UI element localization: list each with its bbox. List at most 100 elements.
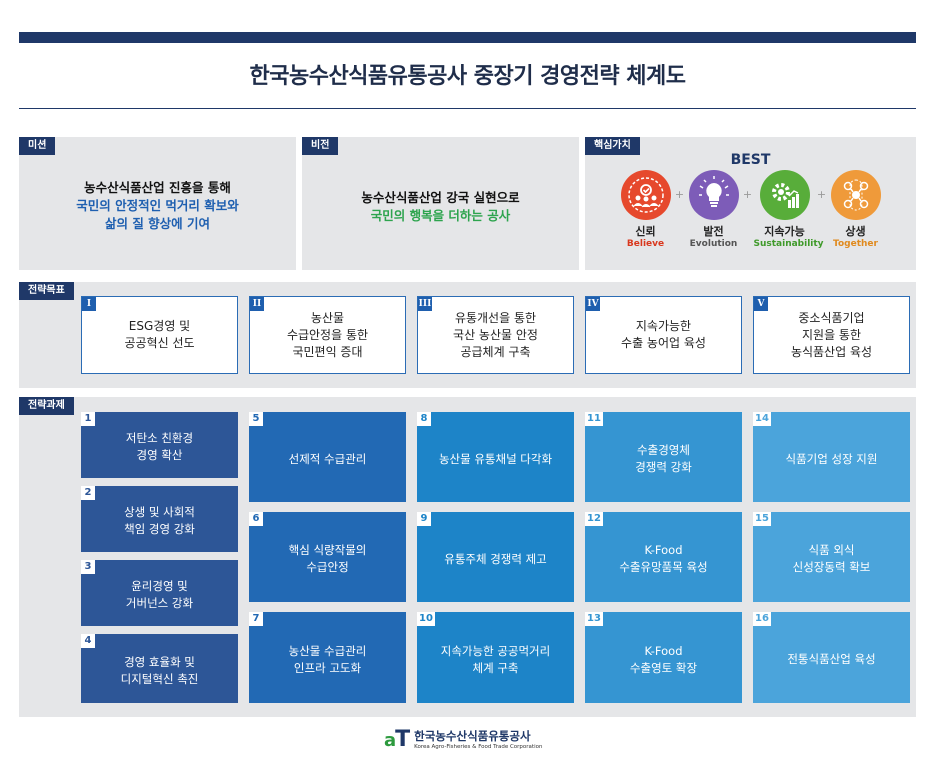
- task-card-7: 농산물 수급관리 인프라 고도화 7: [249, 612, 406, 703]
- core-value-ko: 발전: [703, 225, 724, 238]
- task-card-9: 유통주체 경쟁력 제고 9: [417, 512, 574, 602]
- org-name-en: Korea Agro-Fisheries & Food Trade Corpor…: [414, 744, 543, 750]
- task-text: 전통식품산업 육성: [787, 652, 876, 666]
- task-card-2: 상생 및 사회적 책임 경영 강화 2: [81, 486, 238, 552]
- task-number: 13: [585, 612, 603, 626]
- title-divider: [19, 108, 916, 109]
- task-number: 1: [81, 412, 95, 426]
- mission-statement: 농수산식품산업 진흥을 통해 국민의 안정적인 먹거리 확보와 삶의 질 향상에…: [19, 179, 296, 233]
- task-text: 지속가능한 공공먹거리 체계 구축: [440, 643, 551, 675]
- goal-text: 중소식품기업 지원을 통한 농식품산업 육성: [790, 310, 873, 359]
- footer-logo: aT 한국농수산식품유통공사 Korea Agro-Fisheries & Fo…: [384, 729, 542, 752]
- mission-tag: 미션: [19, 137, 56, 155]
- task-card-16: 전통식품산업 육성 16: [753, 612, 910, 703]
- task-card-14: 식품기업 성장 지원 14: [753, 412, 910, 502]
- task-text: 유통주체 경쟁력 제고: [444, 551, 547, 566]
- task-card-1: 저탄소 친환경 경영 확산 1: [81, 412, 238, 478]
- top-accent-bar: [19, 32, 916, 43]
- core-value-together: 상생 Together: [828, 170, 884, 250]
- core-value-ko: 신뢰: [635, 225, 656, 238]
- mission-line-1: 농수산식품산업 진흥을 통해: [84, 180, 231, 195]
- goal-card-2: 농산물 수급안정을 통한 국민편익 증대 II: [249, 296, 406, 374]
- core-values-list: 신뢰 Believe + 발전 Evolution +: [585, 170, 916, 250]
- plus-icon: +: [816, 188, 827, 201]
- core-values-heading: BEST: [730, 152, 771, 168]
- task-text: 식품 외식 신성장동력 확보: [792, 543, 871, 574]
- mission-line-3: 삶의 질 향상에 기여: [104, 216, 211, 231]
- task-number: 9: [417, 512, 431, 526]
- task-text: 경영 효율화 및 디지털혁신 촉진: [120, 654, 199, 686]
- task-text: 저탄소 친환경 경영 확산: [125, 431, 194, 462]
- people-check-icon: [620, 170, 671, 220]
- task-text: 농산물 수급관리 인프라 고도화: [288, 643, 367, 675]
- goal-text: 유통개선을 통한 국산 농산물 안정 공급체계 구축: [453, 310, 538, 359]
- task-text: 수출경영체 경쟁력 강화: [635, 443, 692, 474]
- task-text: K-Food 수출영토 확장: [629, 643, 698, 675]
- goal-number: V: [754, 297, 768, 311]
- task-text: 윤리경영 및 거버넌스 강화: [125, 579, 194, 610]
- vision-statement: 농수산식품산업 강국 실현으로 국민의 행복을 더하는 공사: [302, 189, 579, 225]
- goal-card-3: 유통개선을 통한 국산 농산물 안정 공급체계 구축 III: [417, 296, 574, 374]
- task-text: K-Food 수출유망품목 육성: [619, 543, 708, 574]
- core-value-en: Evolution: [689, 239, 738, 249]
- logo-text: 한국농수산식품유통공사 Korea Agro-Fisheries & Food …: [414, 730, 542, 751]
- core-value-en: Believe: [626, 239, 665, 249]
- task-number: 6: [249, 512, 263, 526]
- vision-line-2: 국민의 행복을 더하는 공사: [370, 208, 511, 223]
- page-title: 한국농수산식품유통공사 중장기 경영전략 체계도: [249, 64, 686, 89]
- goal-card-1: ESG경영 및 공공혁신 선도 I: [81, 296, 238, 374]
- task-card-13: K-Food 수출영토 확장 13: [585, 612, 742, 703]
- goal-number: IV: [586, 297, 600, 311]
- task-card-8: 농산물 유통채널 다각화 8: [417, 412, 574, 502]
- task-number: 2: [81, 486, 95, 500]
- plus-icon: +: [742, 188, 753, 201]
- task-card-5: 선제적 수급관리 5: [249, 412, 406, 502]
- task-number: 3: [81, 560, 95, 574]
- task-number: 14: [753, 412, 771, 426]
- task-card-4: 경영 효율화 및 디지털혁신 촉진 4: [81, 634, 238, 703]
- vision-tag: 비전: [302, 137, 339, 155]
- core-value-en: Sustainability: [753, 239, 824, 249]
- core-value-ko: 상생: [845, 225, 866, 238]
- task-number: 11: [585, 412, 603, 426]
- task-number: 8: [417, 412, 431, 426]
- task-card-12: K-Food 수출유망품목 육성 12: [585, 512, 742, 602]
- task-number: 4: [81, 634, 95, 648]
- goal-card-4: 지속가능한 수출 농어업 육성 IV: [585, 296, 742, 374]
- goal-text: 농산물 수급안정을 통한 국민편익 증대: [286, 310, 369, 359]
- goal-number: II: [250, 297, 264, 311]
- task-text: 선제적 수급관리: [288, 451, 367, 466]
- core-value-evolution: 발전 Evolution: [686, 170, 742, 250]
- task-card-11: 수출경영체 경쟁력 강화 11: [585, 412, 742, 502]
- task-number: 16: [753, 612, 771, 626]
- core-values-panel: 핵심가치 BEST 신뢰 Believe +: [585, 137, 916, 270]
- core-value-ko: 지속가능: [764, 225, 805, 238]
- tasks-tag: 전략과제: [19, 397, 74, 415]
- goal-number: I: [82, 297, 96, 311]
- goal-card-5: 중소식품기업 지원을 통한 농식품산업 육성 V: [753, 296, 910, 374]
- network-icon: [830, 170, 881, 220]
- task-number: 5: [249, 412, 263, 426]
- vision-panel: 비전 농수산식품산업 강국 실현으로 국민의 행복을 더하는 공사: [302, 137, 579, 270]
- task-text: 상생 및 사회적 책임 경영 강화: [124, 505, 195, 536]
- task-card-6: 핵심 식량작물의 수급안정 6: [249, 512, 406, 602]
- task-card-15: 식품 외식 신성장동력 확보 15: [753, 512, 910, 602]
- core-value-en: Together: [833, 239, 878, 249]
- task-text: 농산물 유통채널 다각화: [438, 451, 553, 466]
- core-values-tag: 핵심가치: [585, 137, 640, 155]
- vision-line-1: 농수산식품산업 강국 실현으로: [361, 190, 520, 205]
- mission-panel: 미션 농수산식품산업 진흥을 통해 국민의 안정적인 먹거리 확보와 삶의 질 …: [19, 137, 296, 270]
- org-name-ko: 한국농수산식품유통공사: [414, 729, 531, 743]
- mission-line-2: 국민의 안정적인 먹거리 확보와: [76, 198, 239, 213]
- goal-text: 지속가능한 수출 농어업 육성: [621, 319, 706, 350]
- task-number: 12: [585, 512, 603, 526]
- at-logo-mark: aT: [384, 727, 410, 752]
- task-card-3: 윤리경영 및 거버넌스 강화 3: [81, 560, 238, 626]
- task-text: 식품기업 성장 지원: [785, 451, 878, 466]
- gear-growth-icon: [759, 170, 810, 220]
- task-number: 10: [417, 612, 435, 626]
- task-card-10: 지속가능한 공공먹거리 체계 구축 10: [417, 612, 574, 703]
- task-number: 7: [249, 612, 263, 626]
- plus-icon: +: [674, 188, 685, 201]
- goal-text: ESG경영 및 공공혁신 선도: [124, 319, 195, 350]
